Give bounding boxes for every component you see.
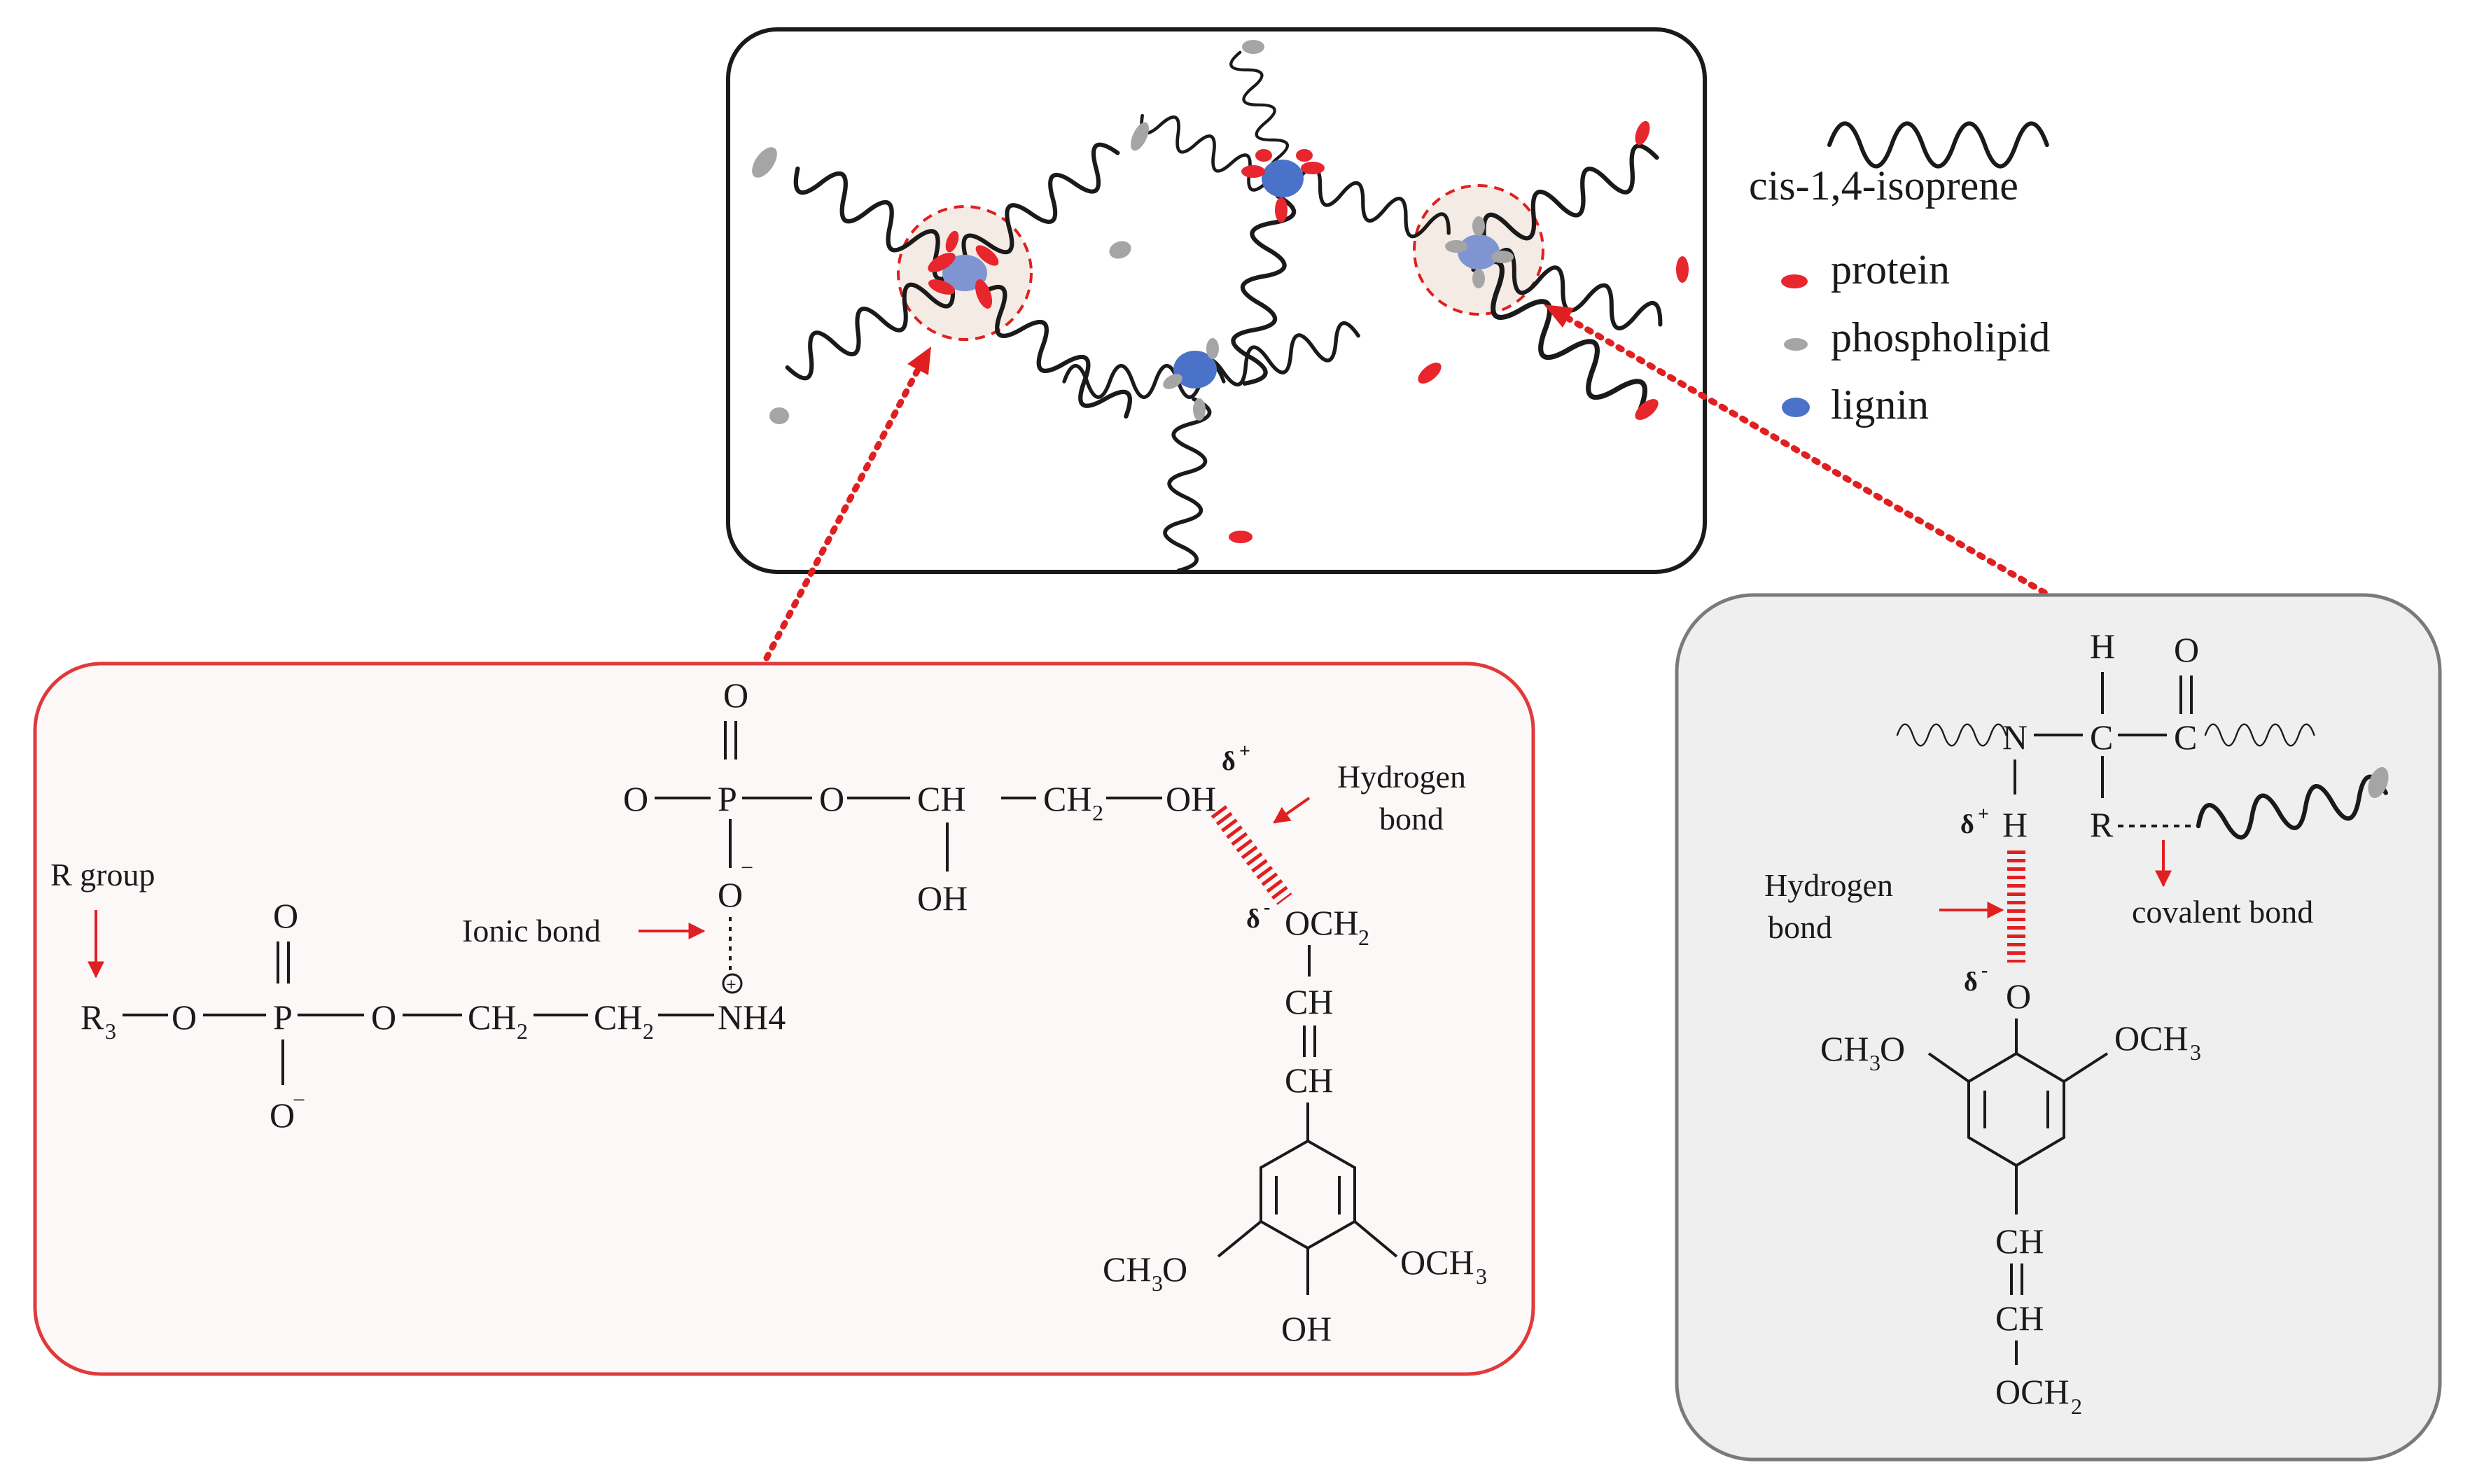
svg-text:CH: CH [1285, 1060, 1333, 1100]
r-group-label: R group [50, 857, 155, 892]
connector-arrow-right [1544, 304, 2058, 602]
svg-text:3: 3 [1152, 1270, 1163, 1296]
svg-text:3: 3 [1869, 1050, 1881, 1075]
svg-text:O: O [723, 676, 748, 715]
svg-text:δ: δ [1222, 747, 1236, 776]
svg-text:O: O [2006, 976, 2031, 1016]
svg-text:−: − [741, 855, 753, 880]
svg-text:O: O [371, 997, 396, 1037]
svg-text:O: O [172, 997, 197, 1037]
protein-lignin-panel: Hydrogen bond covalent bond N C H C O R … [1675, 593, 2442, 1462]
hydrogen-bond-label-left-2: bond [1379, 801, 1444, 836]
lignin-swatch [1782, 398, 1810, 417]
svg-text:OCH: OCH [1400, 1242, 1474, 1282]
nh4-label: NH4 [718, 997, 786, 1037]
ionic-bond-label: Ionic bond [462, 913, 601, 948]
svg-text:+: + [1978, 804, 1989, 825]
svg-text:CH: CH [917, 779, 965, 818]
svg-text:O: O [2174, 630, 2199, 669]
svg-text:OH: OH [917, 878, 968, 918]
svg-text:-: - [1981, 960, 1988, 981]
svg-text:2: 2 [517, 1018, 528, 1044]
svg-text:P: P [273, 997, 293, 1037]
connector-arrow-left [763, 346, 931, 662]
svg-text:H: H [2090, 626, 2115, 666]
svg-text:δ: δ [1964, 967, 1978, 997]
svg-text:O: O [623, 779, 648, 818]
svg-text:N: N [2002, 718, 2028, 757]
phospholipid-lignin-panel: R group Ionic bond Hydrogen bond O O P O… [33, 662, 1535, 1376]
svg-text:+: + [726, 974, 737, 995]
svg-text:3: 3 [2190, 1040, 2201, 1065]
svg-text:CH: CH [594, 997, 642, 1037]
svg-text:O: O [270, 1096, 295, 1135]
legend-isoprene-label: cis-1,4-isoprene [1749, 162, 2018, 209]
protein-swatch [1781, 274, 1808, 288]
svg-text:3: 3 [105, 1018, 116, 1044]
svg-text:−: − [293, 1087, 305, 1112]
svg-text:O: O [273, 896, 298, 935]
network-panel [726, 27, 1707, 572]
svg-text:CH: CH [1995, 1298, 2044, 1338]
svg-text:O: O [819, 779, 844, 818]
svg-text:OCH: OCH [1995, 1372, 2070, 1411]
svg-text:C: C [2090, 718, 2113, 757]
svg-text:C: C [2174, 718, 2197, 757]
svg-text:OCH: OCH [1285, 903, 1359, 942]
svg-text:CH: CH [1285, 982, 1333, 1021]
legend-protein-label: protein [1831, 246, 1950, 293]
svg-text:CH: CH [1820, 1029, 1869, 1068]
svg-text:H: H [2002, 805, 2028, 844]
legend: cis-1,4-isoprene protein phospholipid li… [1749, 123, 2050, 428]
lignin-core-1 [942, 255, 987, 291]
hydrogen-bond-label-left-1: Hydrogen [1337, 759, 1466, 794]
hydrogen-bond-label-right-2: bond [1768, 909, 1832, 945]
svg-text:δ: δ [1246, 904, 1260, 934]
svg-text:CH: CH [1995, 1222, 2044, 1261]
hydrogen-bond-label-right-1: Hydrogen [1764, 867, 1893, 903]
legend-protein: protein [1781, 246, 1950, 293]
svg-text:CH: CH [1043, 779, 1091, 818]
peptide-backbone: N C H C O R δ + H [1896, 626, 2392, 844]
legend-isoprene: cis-1,4-isoprene [1749, 123, 2047, 209]
legend-lignin-label: lignin [1831, 382, 1929, 428]
svg-text:3: 3 [1476, 1264, 1487, 1289]
svg-text:O: O [1880, 1029, 1905, 1068]
phospholipid-particles [752, 40, 1514, 424]
svg-text:R: R [2090, 805, 2114, 844]
svg-text:OH: OH [1166, 779, 1216, 818]
legend-phospholipid-label: phospholipid [1831, 314, 2050, 360]
svg-text:O: O [1162, 1250, 1187, 1289]
svg-text:P: P [718, 779, 737, 818]
svg-text:O: O [718, 875, 743, 914]
legend-lignin: lignin [1782, 382, 1929, 428]
svg-text:CH: CH [1103, 1250, 1151, 1289]
svg-text:OCH: OCH [2114, 1018, 2189, 1058]
lignin-core-4 [1458, 234, 1500, 270]
svg-text:OH: OH [1281, 1309, 1332, 1348]
svg-text:2: 2 [1092, 800, 1103, 825]
svg-text:δ: δ [1960, 810, 1974, 839]
svg-text:+: + [1239, 741, 1250, 762]
svg-text:R: R [81, 997, 104, 1037]
svg-text:2: 2 [643, 1018, 654, 1044]
svg-text:CH: CH [468, 997, 516, 1037]
lignin-core-2 [1262, 160, 1304, 197]
covalent-bond-label: covalent bond [2132, 894, 2313, 930]
legend-phospholipid: phospholipid [1784, 314, 2050, 360]
svg-text:-: - [1264, 897, 1270, 918]
phospholipid-swatch [1784, 338, 1808, 351]
lignin-core-3 [1173, 351, 1217, 388]
svg-text:2: 2 [2071, 1394, 2082, 1419]
svg-text:2: 2 [1358, 925, 1369, 950]
protein-particles [928, 120, 1689, 543]
